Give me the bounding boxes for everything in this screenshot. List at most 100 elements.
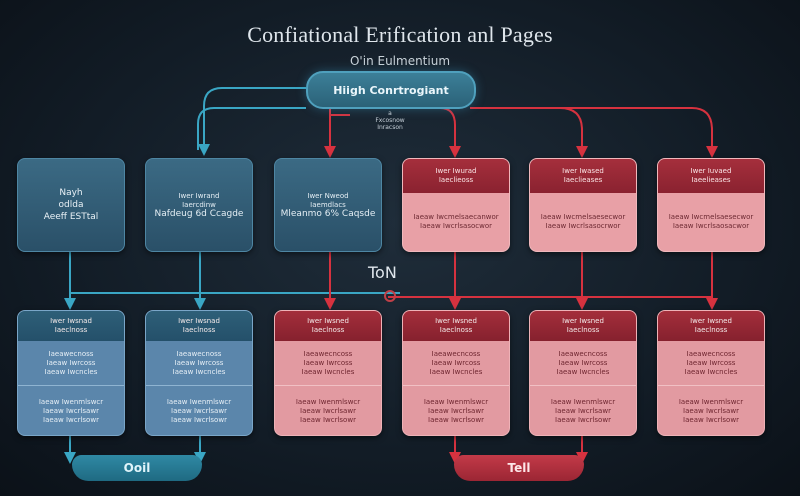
node-body: Iaeawecnoss Iaeaw Iwrcoss Iaeaw Iwcncles [146, 341, 252, 385]
root-branches-teal [197, 87, 306, 156]
root-node[interactable]: Hiigh Conrtrogiant [306, 71, 476, 109]
bottom-node-6[interactable]: Iwer Iwsned Iaeclnoss Iaeawecncoss Iaeaw… [657, 310, 765, 436]
node-body: Iaeaw Iwenmlswcr Iaeaw Iwcrlsawr Iaeaw I… [403, 385, 509, 435]
node-line: Iwer Iwurad [435, 167, 477, 175]
root-note-line: Inracson [377, 124, 403, 131]
node-line: Iaeaw Iwcmelsaesecwor [540, 213, 626, 221]
node-body: Iaeawecncoss Iaeaw Iwrcoss Iaeaw Iwcncle… [530, 341, 636, 385]
mid-label: ToN [368, 263, 397, 282]
bottom-node-1[interactable]: Iwer Iwsnad Iaeclnoss Iaeawecnoss Iaeaw … [17, 310, 125, 436]
node-line: Iaeclieoss [438, 176, 474, 184]
top-node-6[interactable]: Iwer Iuvaed Iaeelieases Iaeaw Iwcmelsaes… [657, 158, 765, 252]
node-line: Iaeaw Iwcmelsaecanwor [413, 213, 499, 221]
node-header: Iwer Iwsned Iaeclnoss [275, 311, 381, 341]
node-header: Iwer Iwased Iaeclieases [530, 159, 636, 193]
node-line: Iaeaw Iwcncles [172, 367, 226, 376]
page-title: Confiational Erification anl Pages [247, 22, 553, 47]
top-node-2[interactable]: Iwer Iwrand Iaercdinw Nafdeug 6d Ccagde [145, 158, 253, 252]
node-line: Iaeclieases [563, 176, 603, 184]
node-line: Iaeaw Iwcrlsowr [300, 415, 356, 424]
output-red[interactable]: Tell [454, 455, 584, 481]
node-line: Iaeaw Iwrcoss [686, 358, 736, 367]
node-line: Iaeaw Iwcmelsaesecwor [668, 213, 754, 221]
node-line: Iaeclnoss [311, 326, 345, 334]
node-line: Iaeawecnoss [176, 349, 222, 358]
vertical-teal [64, 252, 400, 464]
node-line: Iaeaw Iwenmlswcr [678, 397, 744, 406]
node-line: Iaeawecnoss [48, 349, 94, 358]
node-header: Iwer Iwsnad Iaeclnoss [146, 311, 252, 341]
node-line: Iaeaw Iwcncles [556, 367, 610, 376]
node-line: Iwer Iwrand [178, 191, 220, 200]
node-line: Iaeaw Iwcncles [684, 367, 738, 376]
node-header: Iwer Iwsnad Iaeclnoss [18, 311, 124, 341]
node-line: Iaeclnoss [182, 326, 216, 334]
node-body: Iaeawecncoss Iaeaw Iwrcoss Iaeaw Iwcncle… [403, 341, 509, 385]
bottom-node-4[interactable]: Iwer Iwsned Iaeclnoss Iaeawecncoss Iaeaw… [402, 310, 510, 436]
root-note-line: a [388, 110, 392, 117]
node-line: Iaeaw Iwrcoss [558, 358, 608, 367]
node-body: Iaeaw Iwenmlswcr Iaeaw Iwcrlsawr Iaeaw I… [658, 385, 764, 435]
node-line: Iaeaw Iwcrlsowr [171, 415, 227, 424]
top-node-3[interactable]: Iwer Nweod Iaemdlacs Mleanmo 6% Caqsde [274, 158, 382, 252]
node-body: Iaeawecncoss Iaeaw Iwrcoss Iaeaw Iwcncle… [275, 341, 381, 385]
node-line: Iaeaw Iwcrlsowr [555, 415, 611, 424]
node-line: Iaeawecncoss [686, 349, 736, 358]
node-line: Iaeaw Iwenmlswcr [38, 397, 104, 406]
node-body: Iaeaw Iwenmlswcr Iaeaw Iwcrlsawr Iaeaw I… [18, 385, 124, 435]
node-line: Iaeclnoss [439, 326, 473, 334]
node-line: Iwer Iwased [562, 167, 604, 175]
node-body: Iaeaw Iwcmelsaesecwor Iaeaw Iwcrlsasocrw… [530, 193, 636, 251]
node-line: Iaeaw Iwenmlswcr [166, 397, 232, 406]
bottom-node-3[interactable]: Iwer Iwsned Iaeclnoss Iaeawecncoss Iaeaw… [274, 310, 382, 436]
node-line: Iaeaw Iwrcoss [303, 358, 353, 367]
node-line: Iaeaw Iwcncles [429, 367, 483, 376]
root-note: a Fxcosnow Inracson [350, 110, 430, 131]
node-line: Iaemdlacs [310, 200, 346, 209]
top-node-5[interactable]: Iwer Iwased Iaeclieases Iaeaw Iwcmelsaes… [529, 158, 637, 252]
root-note-line: Fxcosnow [375, 117, 405, 124]
node-header: Iwer Iwsned Iaeclnoss [403, 311, 509, 341]
node-header: Iwer Iwsned Iaeclnoss [658, 311, 764, 341]
node-line: Iaeaw Iwcrlsasocrwor [545, 222, 621, 230]
node-line: Iaeaw Iwcrlsawr [555, 406, 611, 415]
node-line: Iaeaw Iwenmlswcr [550, 397, 616, 406]
node-line: Iwer Iwsned [435, 317, 477, 325]
node-line: Mleanmo 6% Caqsde [280, 208, 376, 219]
node-line: Iaeaw Iwcrlsawr [428, 406, 484, 415]
node-line: Iaeaw Iwcncles [44, 367, 98, 376]
node-line: Iaeaw Iwcrlsawr [171, 406, 227, 415]
node-line: Iaeaw Iwenmlswcr [295, 397, 361, 406]
node-line: Iwer Nweod [307, 191, 349, 200]
node-line: Iwer Iwsned [307, 317, 349, 325]
node-body: Iaeaw Iwenmlswcr Iaeaw Iwcrlsawr Iaeaw I… [146, 385, 252, 435]
node-line: Iwer Iwsned [690, 317, 732, 325]
node-line: Iaeelieases [691, 176, 731, 184]
node-line: Aeeff ESTtal [43, 212, 99, 222]
node-line: Iaeclnoss [566, 326, 600, 334]
node-line: Iaeaw Iwrcoss [174, 358, 224, 367]
page-subtitle: O'in Eulmentium [349, 54, 451, 68]
top-node-1[interactable]: Nayh odlda Aeeff ESTtal [17, 158, 125, 252]
node-line: Iaeaw Iwcrlsowr [428, 415, 484, 424]
node-body: Iaeawecnoss Iaeaw Iwrcoss Iaeaw Iwcncles [18, 341, 124, 385]
node-header: Iwer Iuvaed Iaeelieases [658, 159, 764, 193]
output-teal[interactable]: Ooil [72, 455, 202, 481]
node-line: Iaeawecncoss [303, 349, 353, 358]
bottom-node-2[interactable]: Iwer Iwsnad Iaeclnoss Iaeawecnoss Iaeaw … [145, 310, 253, 436]
bottom-node-5[interactable]: Iwer Iwsned Iaeclnoss Iaeawecncoss Iaeaw… [529, 310, 637, 436]
node-body: Iaeaw Iwenmlswcr Iaeaw Iwcrlsawr Iaeaw I… [530, 385, 636, 435]
node-body: Iaeaw Iwcmelsaesecwor Iaeaw Iwcrlsaosacw… [658, 193, 764, 251]
node-line: Iaeclnoss [694, 326, 728, 334]
node-line: Iaeaw Iwrcoss [46, 358, 96, 367]
node-header: Iwer Iwurad Iaeclieoss [403, 159, 509, 193]
node-line: Iaeawecncoss [431, 349, 481, 358]
node-line: Iaeclnoss [54, 326, 88, 334]
node-line: Iwer Iwsnad [178, 317, 220, 325]
top-node-4[interactable]: Iwer Iwurad Iaeclieoss Iaeaw Iwcmelsaeca… [402, 158, 510, 252]
node-line: Iaeaw Iwcrlsawr [300, 406, 356, 415]
node-line: Iaeaw Iwcrlsawr [43, 406, 99, 415]
node-line: Iwer Iwsnad [50, 317, 92, 325]
node-line: Iwer Iuvaed [690, 167, 732, 175]
